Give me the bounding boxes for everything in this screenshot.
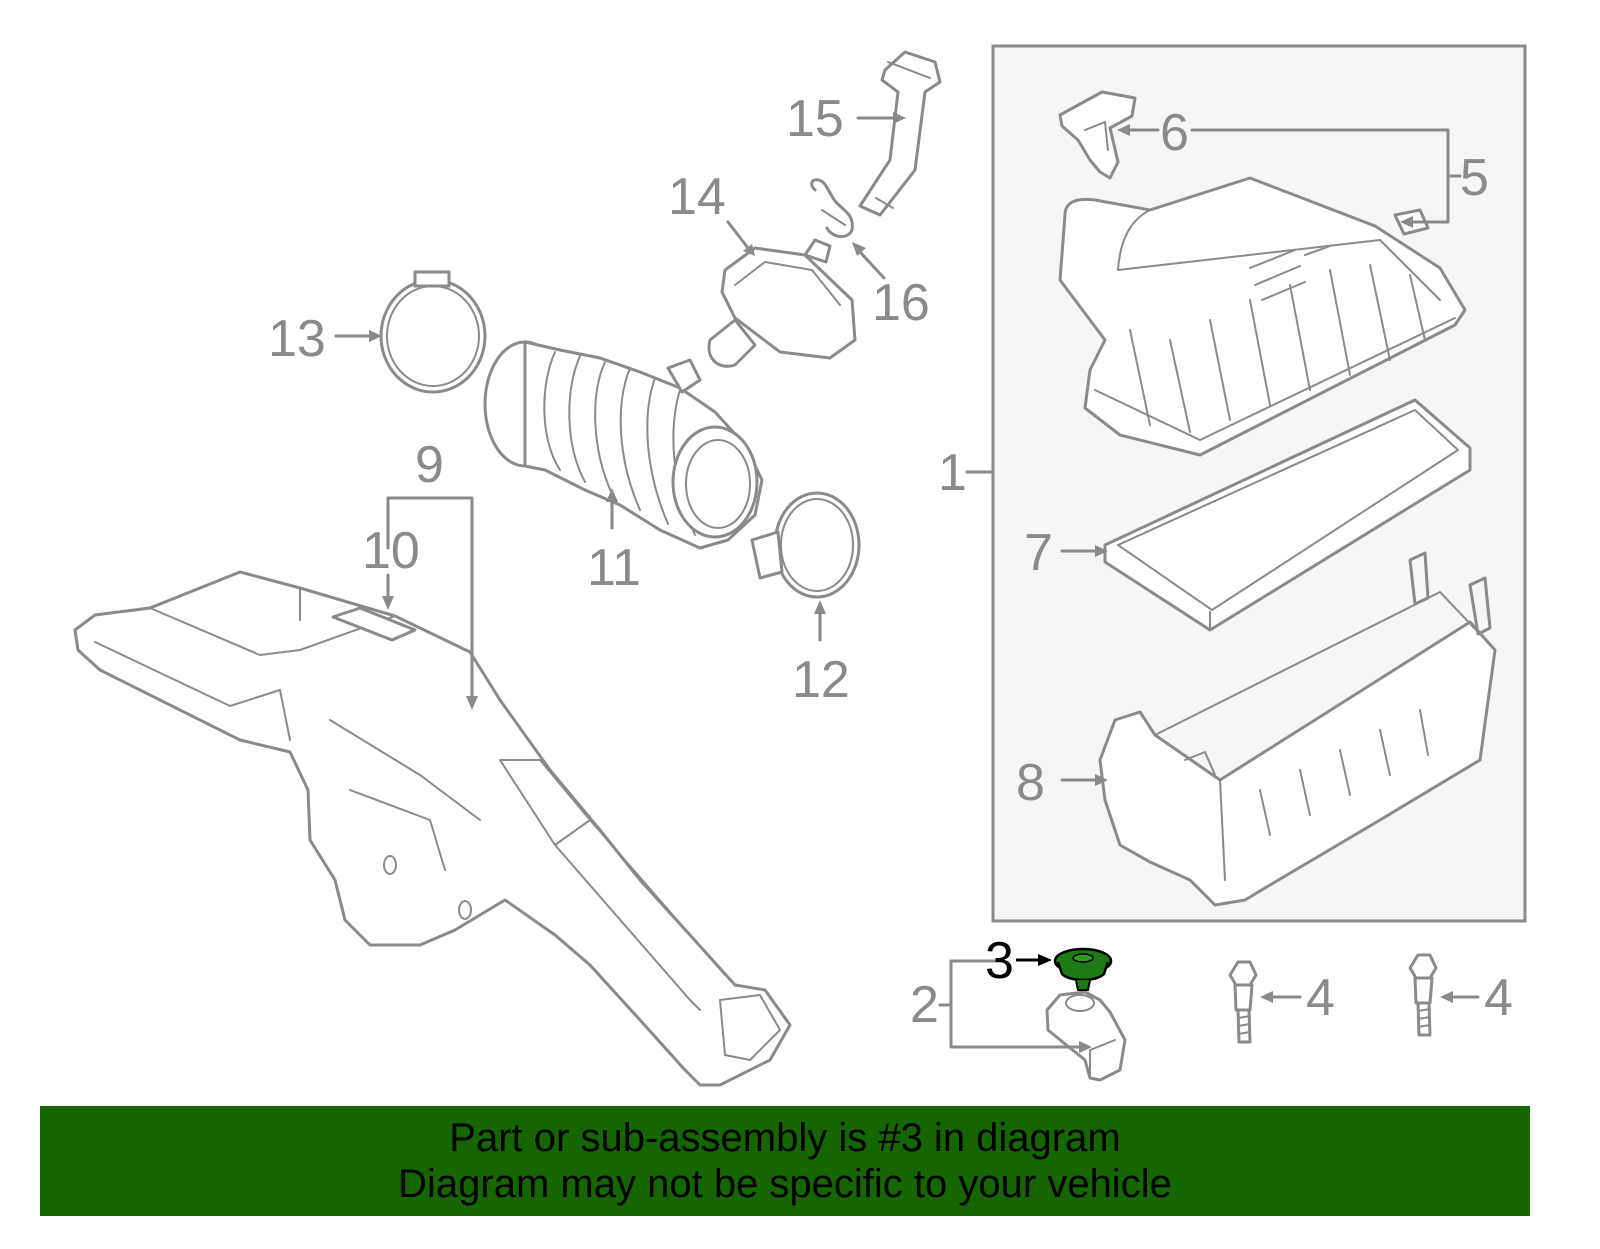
callout-2: 2 [910,976,939,1034]
callout-12: 12 [792,651,850,709]
part-4-bolt-right[interactable] [1408,953,1438,1037]
part-12-clamp[interactable] [750,491,861,599]
callout-8: 8 [1016,754,1045,812]
leader-lines [334,112,1480,1053]
part-16-clip[interactable] [810,178,854,238]
part-14-resonator[interactable] [707,238,857,368]
callout-15: 15 [786,90,844,148]
part-15-hose[interactable] [858,50,942,217]
part-6-clip[interactable] [1058,90,1137,180]
info-banner: Part or sub-assembly is #3 in diagram Di… [40,1106,1530,1216]
part-9-air-duct[interactable] [73,570,792,1087]
banner-line-1: Part or sub-assembly is #3 in diagram [449,1116,1121,1160]
callout-4-right: 4 [1484,969,1513,1027]
callout-7: 7 [1024,524,1053,582]
callout-9: 9 [415,436,444,494]
part-13-clamp[interactable] [379,270,487,394]
part-8-case[interactable] [1098,551,1497,907]
part-11-intake-hose[interactable] [483,340,764,550]
part-4-bolt-left[interactable] [1228,960,1258,1044]
callout-1: 1 [938,444,967,502]
part-2-bracket[interactable] [1045,990,1127,1082]
callout-3: 3 [985,932,1014,990]
callout-11: 11 [587,539,641,597]
callout-6: 6 [1160,104,1189,162]
callout-16: 16 [872,274,930,332]
callout-13: 13 [268,310,326,368]
callout-5: 5 [1460,149,1489,207]
callout-14: 14 [668,168,726,226]
callout-4-left: 4 [1306,969,1335,1027]
part-3-grommet[interactable] [1053,947,1113,991]
part-7-filter[interactable] [1103,398,1472,632]
callout-10: 10 [362,522,420,580]
banner-line-2: Diagram may not be specific to your vehi… [398,1162,1172,1206]
part-10-label[interactable] [331,606,417,642]
part-5-cover[interactable] [1058,176,1467,457]
